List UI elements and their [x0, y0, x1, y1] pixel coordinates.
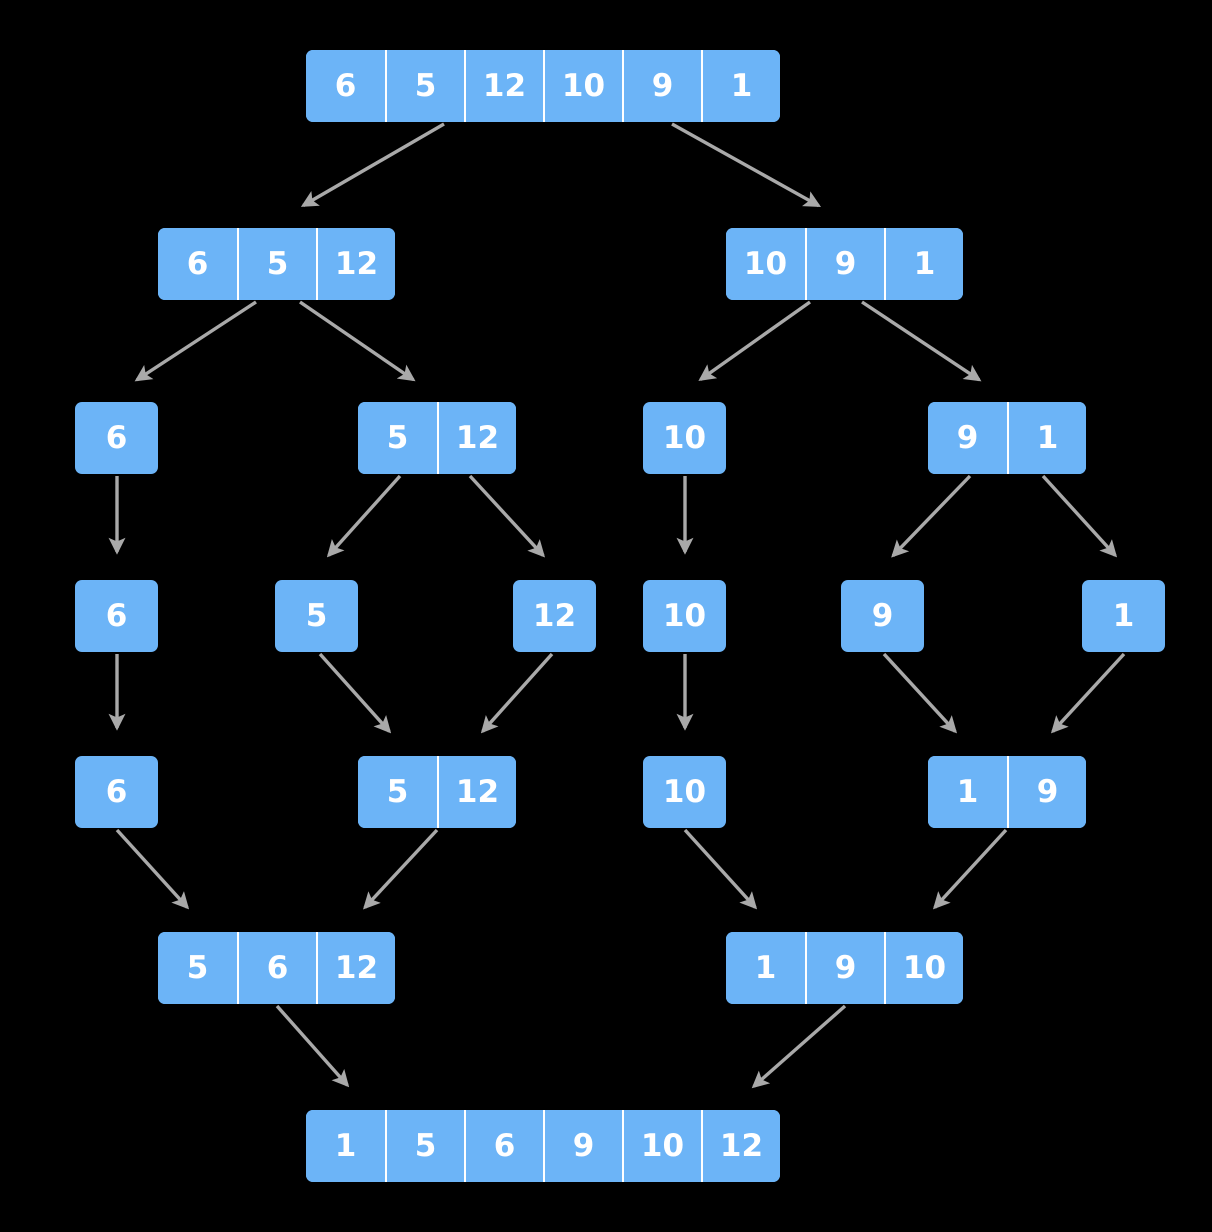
- array-cell: 12: [513, 580, 596, 652]
- array-cell: 9: [805, 228, 884, 300]
- array-cell: 10: [643, 756, 726, 828]
- array-cell: 6: [237, 932, 316, 1004]
- split-merge-arrow: [1041, 474, 1118, 558]
- array-cell: 5: [237, 228, 316, 300]
- array-node: 5: [275, 580, 358, 652]
- array-cell: 10: [884, 932, 963, 1004]
- array-cell: 6: [306, 50, 385, 122]
- split-merge-arrow: [683, 828, 758, 910]
- array-cell: 9: [622, 50, 701, 122]
- split-merge-arrow: [932, 828, 1008, 910]
- array-cell: 6: [158, 228, 237, 300]
- array-node: 1: [1082, 580, 1165, 652]
- split-merge-arrow: [326, 474, 402, 558]
- array-node: 12: [513, 580, 596, 652]
- array-cell: 5: [385, 1110, 464, 1182]
- split-merge-arrow: [318, 652, 392, 734]
- split-merge-arrow: [134, 300, 257, 382]
- array-cell: 9: [543, 1110, 622, 1182]
- array-cell: 6: [75, 580, 158, 652]
- split-merge-arrow: [882, 652, 958, 734]
- array-node: 10: [643, 402, 726, 474]
- array-cell: 10: [622, 1110, 701, 1182]
- split-merge-arrow: [671, 122, 822, 208]
- array-cell: 1: [1007, 402, 1086, 474]
- split-merge-arrow: [300, 122, 445, 207]
- array-cell: 9: [1007, 756, 1086, 828]
- split-merge-arrow: [891, 474, 972, 558]
- array-cell: 12: [464, 50, 543, 122]
- array-node: 9: [841, 580, 924, 652]
- array-cell: 9: [928, 402, 1007, 474]
- array-cell: 5: [358, 402, 437, 474]
- split-merge-arrow: [115, 828, 190, 910]
- array-cell: 12: [316, 228, 395, 300]
- array-node: 6: [75, 580, 158, 652]
- array-cell: 1: [726, 932, 805, 1004]
- split-merge-arrow: [698, 300, 811, 382]
- array-cell: 5: [385, 50, 464, 122]
- array-cell: 9: [805, 932, 884, 1004]
- array-cell: 12: [437, 402, 516, 474]
- array-cell: 12: [316, 932, 395, 1004]
- array-node: 6: [75, 402, 158, 474]
- array-node: 10: [643, 580, 726, 652]
- array-cell: 10: [726, 228, 805, 300]
- array-cell: 1: [701, 50, 780, 122]
- array-cell: 10: [643, 580, 726, 652]
- array-cell: 1: [1082, 580, 1165, 652]
- split-merge-arrow: [275, 1004, 350, 1088]
- array-cell: 6: [75, 402, 158, 474]
- array-cell: 1: [884, 228, 963, 300]
- split-merge-arrow: [861, 300, 982, 382]
- split-merge-arrow: [468, 474, 546, 558]
- split-merge-arrow: [480, 652, 554, 734]
- split-merge-arrow: [751, 1004, 847, 1089]
- array-cell: 5: [358, 756, 437, 828]
- array-cell: 6: [464, 1110, 543, 1182]
- array-cell: 5: [158, 932, 237, 1004]
- array-cell: 12: [701, 1110, 780, 1182]
- array-cell: 10: [643, 402, 726, 474]
- array-cell: 12: [437, 756, 516, 828]
- split-merge-arrow: [363, 828, 439, 910]
- array-cell: 1: [928, 756, 1007, 828]
- split-merge-arrow: [1050, 652, 1126, 734]
- array-node: 6: [75, 756, 158, 828]
- array-cell: 1: [306, 1110, 385, 1182]
- array-cell: 10: [543, 50, 622, 122]
- array-node: 10: [643, 756, 726, 828]
- array-cell: 6: [75, 756, 158, 828]
- array-cell: 9: [841, 580, 924, 652]
- array-cell: 5: [275, 580, 358, 652]
- split-merge-arrow: [299, 300, 416, 382]
